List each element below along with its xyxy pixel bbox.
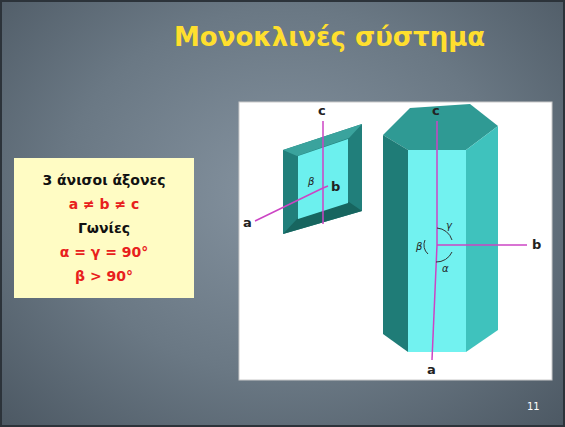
angle-label: α [442,263,449,274]
box-text: β > 90° [26,264,182,288]
axis-label: b [331,180,340,194]
angle-label: β [416,241,422,252]
axis-label: b [532,238,541,252]
page-number: 11 [527,400,540,414]
angle-label: γ [446,220,452,231]
box-text: α = γ = 90° [26,240,182,264]
axis-label: a [427,363,436,377]
box-text: Γωνίες [26,216,182,240]
property-box: 3 άνισοι άξονεςa ≠ b ≠ cΓωνίεςα = γ = 90… [14,158,194,298]
slide-title: Μονοκλινές σύστημα [174,22,485,52]
axis-label: c [318,104,326,118]
box-text: 3 άνισοι άξονες [26,168,182,192]
angle-label: β [308,176,314,187]
box-text: a ≠ b ≠ c [26,192,182,216]
axis-label: c [432,104,440,118]
axis-label: a [243,216,252,230]
